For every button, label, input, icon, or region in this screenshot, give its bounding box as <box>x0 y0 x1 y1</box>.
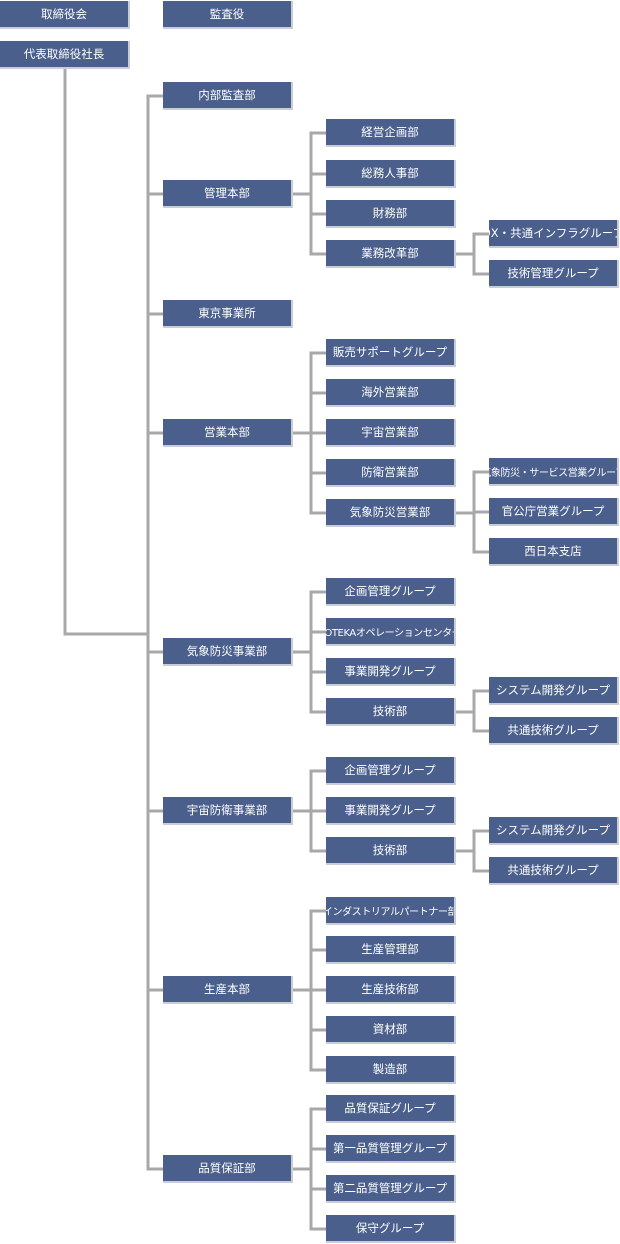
dept-box: 気象防災営業部 <box>326 499 456 527</box>
dept-box: 資材部 <box>326 1016 456 1044</box>
dept-box: 保守グループ <box>326 1215 456 1243</box>
division-quality-assurance: 品質保証部 <box>163 1155 293 1183</box>
dept-box: 製造部 <box>326 1056 456 1084</box>
division-sales: 営業本部 <box>163 419 293 447</box>
dept-box: 海外営業部 <box>326 379 456 407</box>
group-box: 西日本支店 <box>489 538 619 566</box>
dept-box: 技術部 <box>326 837 456 865</box>
division-weather-disaster: 気象防災事業部 <box>163 638 293 666</box>
dept-box: 第一品質管理グループ <box>326 1135 456 1163</box>
division-space-defense: 宇宙防衛事業部 <box>163 797 293 825</box>
dept-box: 経営企画部 <box>326 119 456 147</box>
group-box: 官公庁営業グループ <box>489 498 619 526</box>
dept-box: 企画管理グループ <box>326 578 456 606</box>
president-box: 代表取締役社長 <box>0 41 130 69</box>
group-box: 共通技術グループ <box>489 857 619 885</box>
dept-box: 事業開発グループ <box>326 658 456 686</box>
dept-box: 財務部 <box>326 200 456 228</box>
division-administration: 管理本部 <box>163 180 293 208</box>
dept-box: 企画管理グループ <box>326 757 456 785</box>
dept-box: 販売サポートグループ <box>326 339 456 367</box>
division-tokyo-office: 東京事業所 <box>163 300 293 328</box>
group-box: 技術管理グループ <box>489 260 619 288</box>
dept-box: 総務人事部 <box>326 160 456 188</box>
dept-box: 業務改革部 <box>326 240 456 268</box>
dept-box: 事業開発グループ <box>326 797 456 825</box>
dept-box: 第二品質管理グループ <box>326 1175 456 1203</box>
division-production: 生産本部 <box>163 976 293 1004</box>
dept-box: POTEKAオペレーションセンター <box>326 618 456 646</box>
group-box: システム開発グループ <box>489 817 619 845</box>
dept-box: インダストリアルパートナー部 <box>326 897 456 925</box>
dept-box: 生産技術部 <box>326 976 456 1004</box>
dept-box: 品質保証グループ <box>326 1095 456 1123</box>
group-box: DX・共通インフラグループ <box>489 220 619 248</box>
group-box: 気象防災・サービス営業グループ <box>489 458 619 486</box>
dept-box: 防衛営業部 <box>326 459 456 487</box>
dept-box: 宇宙営業部 <box>326 419 456 447</box>
dept-box: 生産管理部 <box>326 936 456 964</box>
dept-box: 技術部 <box>326 698 456 726</box>
division-internal-audit: 内部監査部 <box>163 82 293 110</box>
auditor-box: 監査役 <box>163 1 293 29</box>
board-of-directors-box: 取締役会 <box>0 1 130 29</box>
group-box: 共通技術グループ <box>489 717 619 745</box>
group-box: システム開発グループ <box>489 677 619 705</box>
